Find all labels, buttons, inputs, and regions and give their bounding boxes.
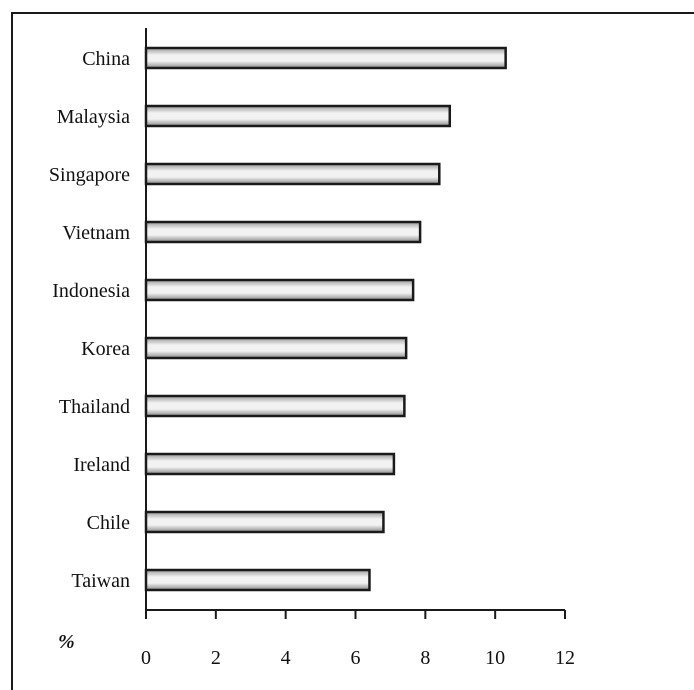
bar-malaysia [144, 104, 452, 128]
x-tick-label-6: 6 [351, 647, 361, 669]
bar-thailand [144, 394, 406, 418]
bar-singapore [144, 162, 441, 186]
category-label-china: China [82, 48, 130, 70]
bar-indonesia [144, 278, 415, 302]
x-axis: 0 2 4 6 8 10 12 [141, 28, 575, 669]
x-tick-label-0: 0 [141, 647, 151, 669]
category-label-korea: Korea [81, 338, 130, 360]
bars-layer [144, 46, 507, 592]
category-label-ireland: Ireland [73, 454, 130, 476]
bar-vietnam [144, 220, 422, 244]
x-tick-label-10: 10 [485, 647, 505, 669]
bar-korea [144, 336, 408, 360]
x-tick-label-2: 2 [211, 647, 221, 669]
x-tick-label-8: 8 [420, 647, 430, 669]
x-tick-label-4: 4 [281, 647, 291, 669]
x-tick-label-12: 12 [555, 647, 575, 669]
category-labels: ChinaMalaysiaSingaporeVietnamIndonesiaKo… [49, 48, 131, 592]
bar-chile [144, 510, 385, 534]
category-label-thailand: Thailand [59, 396, 130, 418]
category-label-indonesia: Indonesia [52, 280, 130, 302]
category-label-taiwan: Taiwan [71, 570, 130, 592]
x-axis-unit-label: % [58, 631, 75, 653]
bar-taiwan [144, 568, 371, 592]
category-label-chile: Chile [87, 512, 130, 534]
bar-china [144, 46, 507, 70]
category-label-singapore: Singapore [49, 164, 130, 186]
category-label-malaysia: Malaysia [57, 106, 130, 128]
category-label-vietnam: Vietnam [62, 222, 130, 244]
bar-ireland [144, 452, 396, 476]
